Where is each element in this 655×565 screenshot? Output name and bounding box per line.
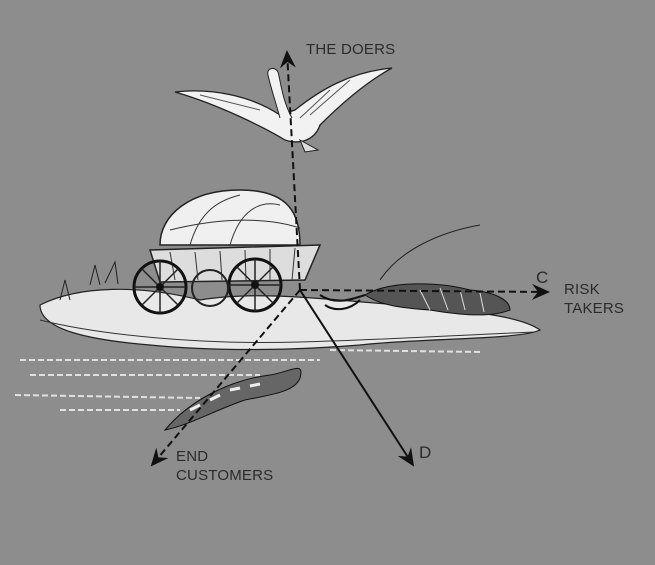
label-customers: CUSTOMERS xyxy=(176,467,274,484)
wagon-illustration xyxy=(132,189,322,315)
arrow-downleft-end-customers xyxy=(150,289,301,467)
label-risk-takers: RISK TAKERS xyxy=(564,280,624,318)
label-the-doers: THE DOERS xyxy=(306,41,396,58)
label-risk: RISK xyxy=(564,281,600,298)
island-illustration xyxy=(14,260,542,411)
label-end: END xyxy=(176,448,209,465)
arrow-right-risk-takers xyxy=(299,283,550,300)
arrow-down-d xyxy=(299,289,415,467)
label-takers: TAKERS xyxy=(564,300,625,317)
fish-illustration xyxy=(163,367,302,431)
swan-illustration xyxy=(174,67,393,153)
arrow-up-doers xyxy=(279,50,301,291)
axis-arrows xyxy=(150,50,550,467)
label-d: D xyxy=(419,443,432,462)
label-end-customers: END CUSTOMERS xyxy=(176,447,273,485)
label-c: C xyxy=(536,268,549,287)
